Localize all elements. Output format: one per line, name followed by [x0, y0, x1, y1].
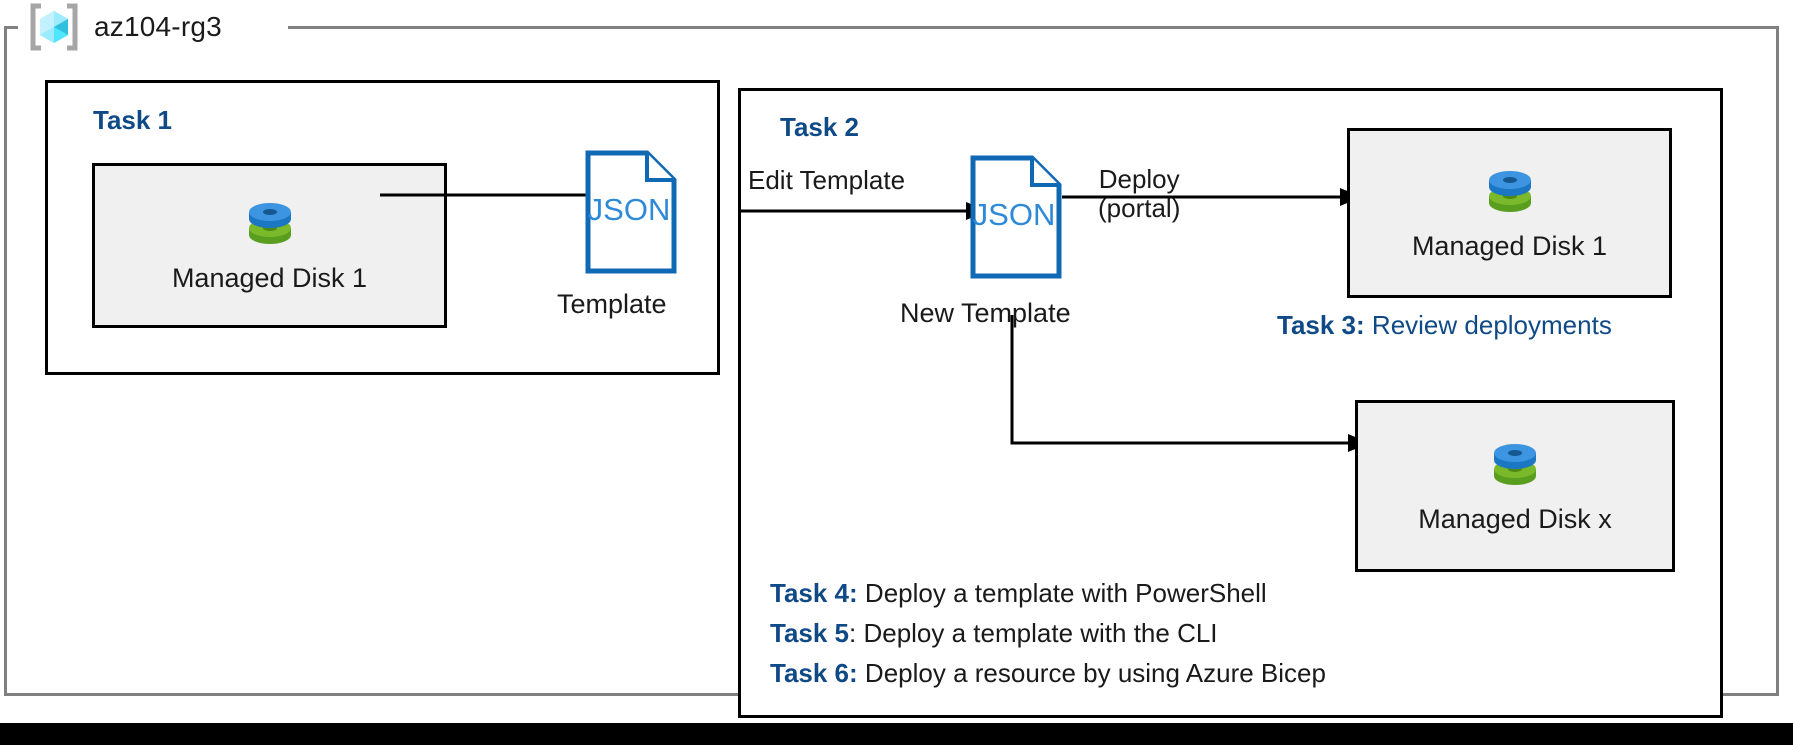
managed-disk-1-deployed-box[interactable]: Managed Disk 1	[1347, 128, 1672, 298]
managed-disk-icon	[1484, 438, 1546, 500]
new-template-json-document-icon[interactable]: JSON	[970, 155, 1062, 279]
task-3-description: Review deployments	[1371, 310, 1612, 340]
resource-group-name: az104-rg3	[94, 11, 222, 42]
svg-text:JSON: JSON	[973, 197, 1056, 232]
task-1-heading: Task 1	[93, 105, 173, 135]
task-5-note: Task 5: Deploy a template with the CLI	[770, 618, 1218, 649]
task-4-description: Deploy a template with PowerShell	[864, 578, 1267, 608]
task-6-note: Task 6: Deploy a resource by using Azure…	[770, 658, 1326, 689]
svg-text:JSON: JSON	[588, 192, 671, 227]
managed-disk-x-box[interactable]: Managed Disk x	[1355, 400, 1675, 572]
managed-disk-x-label: Managed Disk x	[1418, 503, 1612, 534]
task-5-description: : Deploy a template with the CLI	[849, 618, 1218, 648]
managed-disk-icon	[239, 197, 301, 259]
disk-to-template-arrow	[380, 186, 610, 204]
task-4-note: Task 4: Deploy a template with PowerShel…	[770, 578, 1267, 609]
managed-disk-icon	[1479, 165, 1541, 227]
resource-group-cube-icon	[28, 3, 80, 51]
managed-disk-1-source-box[interactable]: Managed Disk 1	[92, 163, 447, 328]
task-4-label: Task 4:	[770, 578, 858, 608]
template-json-document-icon[interactable]: JSON	[585, 150, 677, 274]
task-3-note: Task 3: Review deployments	[1277, 310, 1612, 341]
task-3-label: Task 3:	[1277, 310, 1365, 340]
new-template-caption: New Template	[900, 298, 1071, 328]
task-6-description: Deploy a resource by using Azure Bicep	[864, 658, 1326, 688]
managed-disk-1-source-label: Managed Disk 1	[171, 263, 368, 293]
template-caption: Template	[557, 289, 667, 319]
deploy-arrow-label: Deploy (portal)	[1098, 164, 1180, 223]
new-template-to-managed-disk-x-arrow	[1010, 315, 1370, 452]
bottom-bar	[0, 723, 1793, 745]
deploy-arrow-label-line-1: Deploy	[1098, 164, 1180, 194]
managed-disk-1-deployed-label: Managed Disk 1	[1411, 230, 1608, 261]
task-6-label: Task 6:	[770, 658, 858, 688]
edit-template-arrow	[738, 202, 988, 220]
resource-group-header: az104-rg3	[28, 2, 222, 52]
edit-template-arrow-label: Edit Template	[748, 165, 906, 195]
task-5-label: Task 5	[770, 618, 850, 648]
task-2-heading: Task 2	[780, 112, 860, 142]
deploy-portal-arrow	[1062, 188, 1362, 206]
